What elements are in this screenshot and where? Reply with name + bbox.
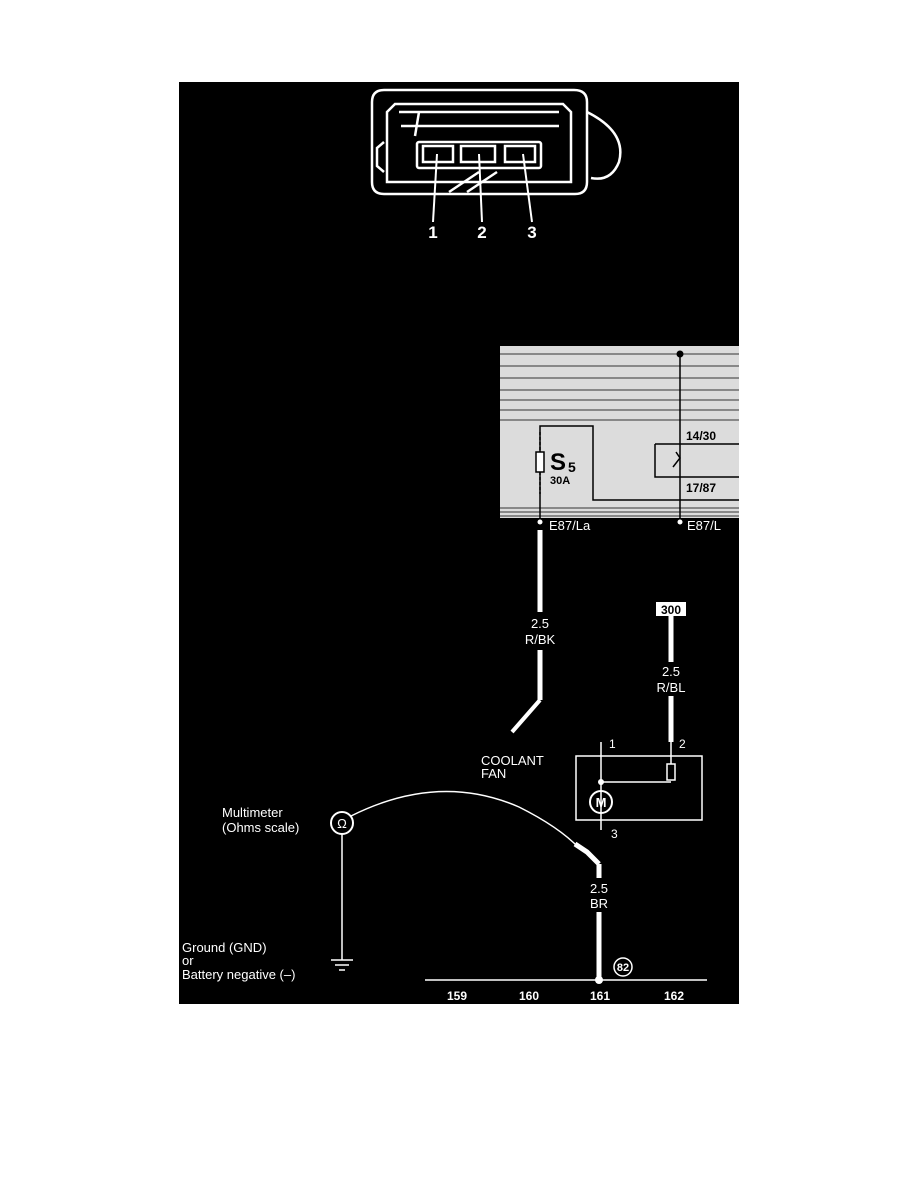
fuse-rating: 30A — [550, 475, 570, 487]
relay-top-label: 14/30 — [686, 429, 716, 443]
fan-junction — [598, 779, 604, 785]
grid-label-159: 159 — [447, 989, 467, 1003]
bus-label-15: 15 — [483, 361, 495, 373]
grid-label-160: 160 — [519, 989, 539, 1003]
wire-ground-color: BR — [590, 896, 608, 911]
bus-label-31: 31 — [483, 383, 495, 395]
wire-left — [510, 530, 543, 734]
ground-symbol — [331, 959, 353, 971]
fuse-letter: S — [550, 449, 566, 476]
probe-lead — [350, 790, 580, 849]
coolant-fan-label-1: COOLANT — [481, 753, 544, 768]
ground-label-1: Ground (GND) — [182, 940, 267, 955]
connector-pin-3: 3 — [527, 223, 536, 242]
connector-pin-2: 2 — [477, 223, 486, 242]
relay-bottom-label: 17/87 — [686, 481, 716, 495]
coolant-fan-internals — [600, 742, 676, 830]
connector-pin-1: 1 — [428, 223, 437, 242]
wire-left-color: R/BK — [525, 632, 556, 647]
fan-pin-1: 1 — [609, 737, 616, 751]
ground-label-3: Battery negative (–) — [182, 967, 295, 982]
fan-pin-2: 2 — [679, 737, 686, 751]
connector-right-label: E87/L — [687, 518, 721, 533]
ref-box-label: 300 — [661, 603, 681, 617]
fuse-number: 5 — [568, 459, 576, 475]
grid-label-161: 161 — [590, 989, 610, 1003]
grid-label-162: 162 — [664, 989, 684, 1003]
diagram-panel: 1 2 3 30 15 x 31 f d l S 5 30A 1 — [179, 82, 739, 1004]
connector-left-label: E87/La — [549, 518, 591, 533]
relay — [654, 354, 739, 518]
wire-left-size: 2.5 — [531, 616, 549, 631]
probe-tip — [573, 841, 601, 866]
bus-label-30: 30 — [483, 350, 495, 362]
connector-drawing — [370, 88, 622, 223]
bus-label-f: f — [489, 393, 493, 405]
ref-box-300 — [656, 602, 686, 616]
coolant-fan-label-2: FAN — [481, 766, 506, 781]
multimeter-label-1: Multimeter — [222, 805, 283, 820]
ground-point-circle — [613, 957, 633, 977]
fan-pin-3: 3 — [611, 827, 618, 841]
fuse-s5 — [535, 425, 739, 518]
multimeter-symbol-label: Ω — [337, 816, 347, 831]
wiring-diagram: 1 2 3 30 15 x 31 f d l S 5 30A 1 — [182, 88, 739, 1003]
bus-30-junction — [676, 350, 684, 358]
ground-label-2: or — [182, 953, 194, 968]
wire-ground-size: 2.5 — [590, 881, 608, 896]
bus-label-d: d — [489, 403, 496, 415]
coolant-fan-box — [575, 755, 703, 821]
bus-label-x: x — [489, 372, 496, 384]
wire-right-color: R/BL — [657, 680, 686, 695]
fan-motor-label: M — [596, 795, 607, 810]
multimeter-label-2: (Ohms scale) — [222, 820, 299, 835]
bus-label-l: l — [490, 413, 493, 425]
wire-right-size: 2.5 — [662, 664, 680, 679]
connector-right-dot — [677, 519, 683, 525]
fan-motor — [589, 790, 613, 814]
connector-left-dot — [537, 519, 543, 525]
ground-point-label: 82 — [617, 962, 629, 974]
